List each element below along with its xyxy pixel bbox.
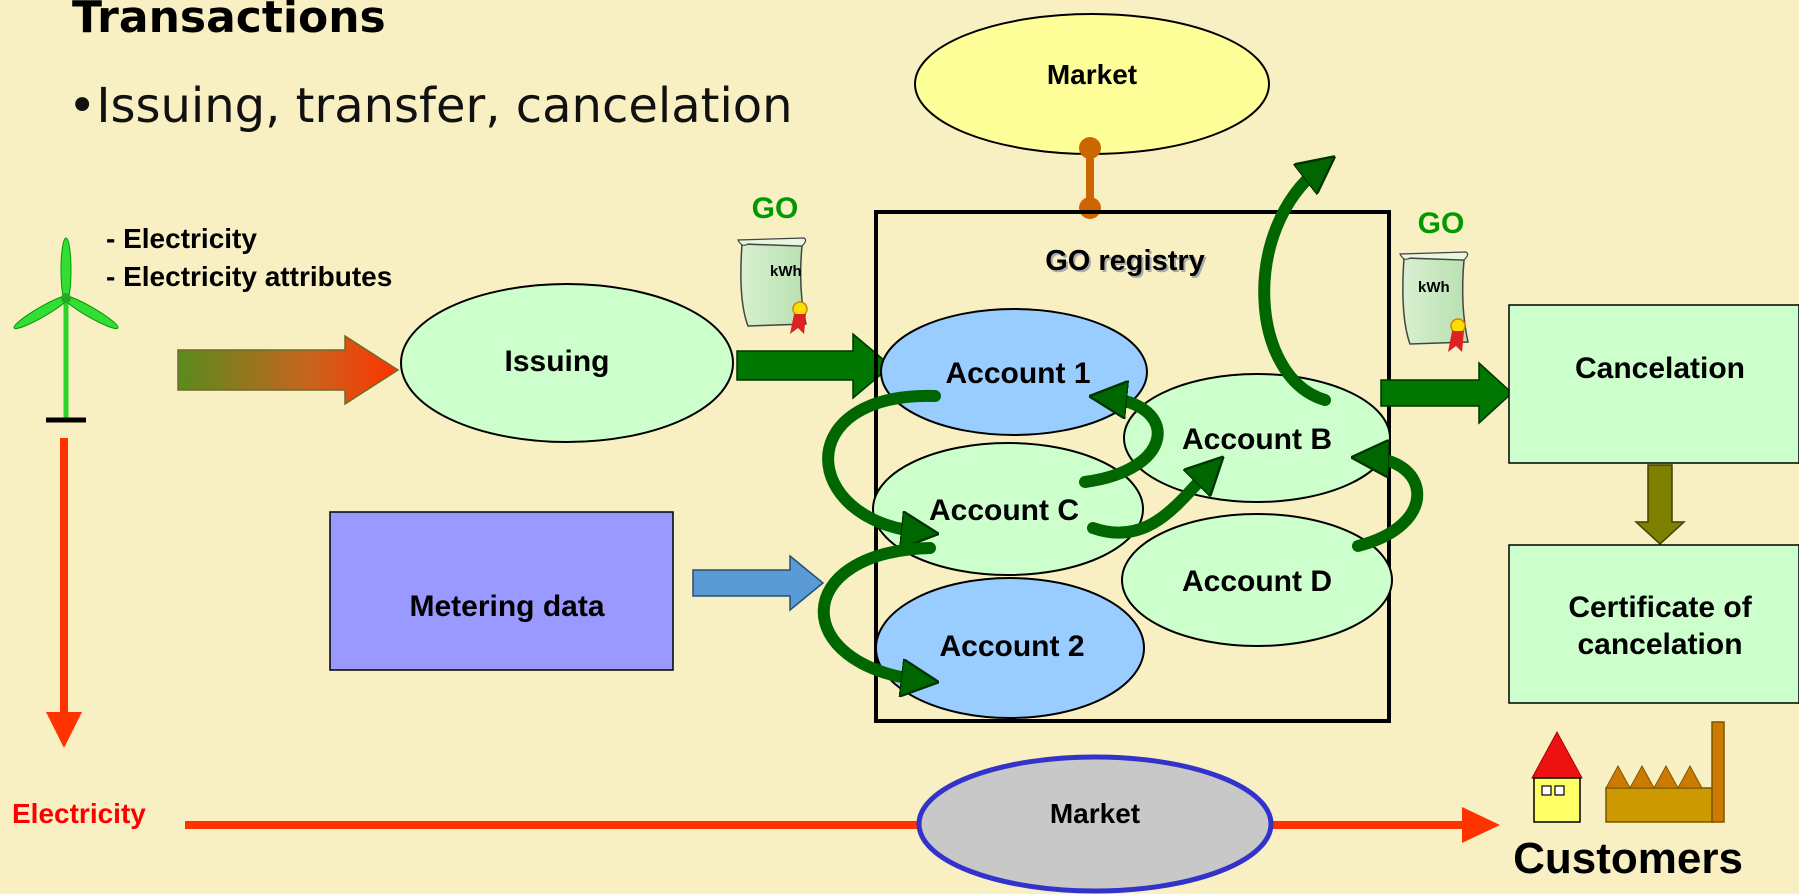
account-2-node — [875, 577, 1145, 719]
cancelation-box — [1508, 304, 1799, 464]
account-1-label: Account 1 — [945, 357, 1090, 390]
account-b-label: Account B — [1182, 423, 1332, 456]
svg-text:kWh: kWh — [1418, 279, 1450, 296]
certificate-icon-right: kWh — [1399, 251, 1469, 352]
market-bottom-node — [916, 754, 1274, 894]
certificate-of-cancelation-line2: cancelation — [1577, 628, 1742, 661]
input-label-attributes: - Electricity attributes — [106, 261, 392, 292]
market-bottom-label: Market — [1050, 798, 1140, 829]
slide-title: Transactions — [72, 0, 386, 43]
certificate-of-cancelation-box — [1508, 544, 1799, 704]
certificate-icon-left: kWh — [737, 237, 808, 334]
factory-icon — [1605, 721, 1725, 823]
account-c-label: Account C — [929, 494, 1079, 527]
metering-data-box — [329, 511, 674, 671]
input-label-electricity: - Electricity — [106, 223, 257, 254]
house-icon — [1531, 730, 1583, 823]
account-1-node — [880, 308, 1148, 436]
account-2-label: Account 2 — [939, 630, 1084, 663]
account-d-node — [1121, 513, 1393, 647]
issue-arrow — [736, 332, 893, 400]
go-registry-label: GO registry — [1045, 245, 1205, 277]
electricity-arrowhead — [1462, 807, 1500, 843]
go-label-right: GO — [1418, 207, 1465, 240]
account-d-label: Account D — [1182, 565, 1332, 598]
certificate-arrow — [1634, 464, 1686, 546]
electricity-down-arrowhead — [46, 712, 82, 748]
registry-market-connector — [1079, 137, 1101, 219]
transfer-arrows — [817, 168, 1424, 680]
issuing-label: Issuing — [504, 345, 609, 378]
customers-label: Customers — [1513, 834, 1743, 883]
wind-turbine-icon — [13, 237, 119, 423]
metering-data-label: Metering data — [409, 590, 604, 623]
cancel-arrow — [1380, 361, 1514, 425]
issuing-node — [400, 283, 734, 443]
input-arrow — [177, 334, 400, 406]
svg-text:kWh: kWh — [770, 263, 802, 280]
cancelation-label: Cancelation — [1575, 352, 1745, 385]
electricity-label: Electricity — [12, 798, 146, 829]
market-top-label: Market — [1047, 59, 1137, 90]
slide-bullet: •Issuing, transfer, cancelation — [68, 78, 793, 134]
certificate-of-cancelation-line1: Certificate of — [1568, 591, 1752, 624]
metering-arrow — [692, 554, 825, 612]
go-label-left: GO — [752, 192, 799, 225]
